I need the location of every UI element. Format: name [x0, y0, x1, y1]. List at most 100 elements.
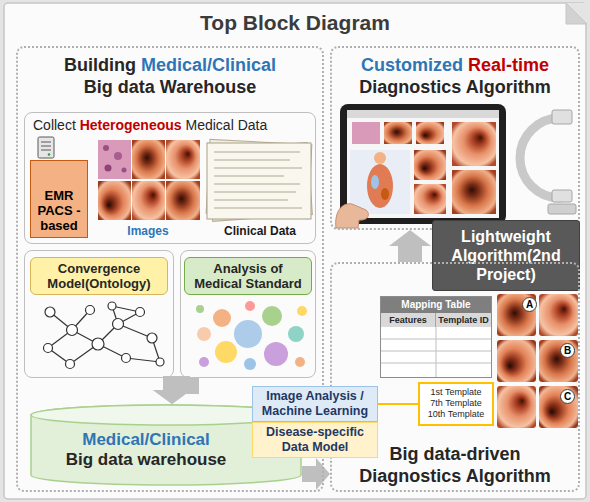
data-source-box-text: Collect Heterogeneous Medical Data [25, 113, 315, 137]
c-arm-device [548, 204, 576, 214]
ontology-graph [126, 358, 160, 362]
endoscopy-images [539, 386, 578, 428]
server-icon [48, 153, 51, 156]
standard-bubbles [264, 342, 288, 366]
paper-records [207, 143, 311, 219]
medical-image-collage [166, 181, 200, 220]
ontology-graph [67, 325, 78, 336]
ontology-graph [113, 319, 124, 330]
ontology-graph [108, 302, 116, 310]
emr-pacs-box-text: EMR PACS -based [33, 188, 85, 233]
standard-bubbles [295, 357, 305, 367]
ontology-graph [44, 344, 53, 353]
standard-box-text: Analysis of Medical Standard [184, 257, 312, 295]
medical-image-collage [122, 168, 127, 173]
mapping-table-text: Features [381, 313, 436, 327]
tablet-illustration [350, 150, 410, 214]
endoscopy-images [497, 340, 536, 382]
text-word: Data [238, 117, 268, 133]
section-panel-text: Customized Real-time Diagnostics Algorit… [332, 48, 578, 98]
link-line-shaft [378, 403, 418, 405]
text-word: Building [64, 55, 136, 75]
paper-records [214, 152, 302, 208]
callout-letter: C [560, 389, 575, 404]
emr-pacs-box: EMR PACS -based [30, 160, 88, 238]
medical-image-collage [98, 140, 200, 220]
page-frame [4, 3, 587, 499]
standard-bubbles [213, 309, 231, 327]
text-word: Medical/Clinical [82, 430, 210, 449]
text-word: Diagnostics [359, 466, 461, 486]
tablet-illustration [336, 204, 369, 228]
flow-arrow-shaft [172, 378, 190, 391]
text-word: Medical/Clinical [141, 55, 276, 75]
c-arm-device [520, 118, 560, 198]
flow-arrow-shaft [302, 466, 317, 482]
diagram-title: Top Block Diagram [0, 10, 590, 35]
tablet-illustration [347, 110, 499, 118]
data-model-box-text: Disease-specific Data Model [256, 425, 374, 455]
page-frame [566, 3, 587, 24]
tablet-illustration [352, 122, 380, 144]
paper-records [208, 143, 313, 222]
medical-image-collage [114, 152, 122, 160]
page-frame [566, 3, 587, 24]
standard-bubbles [234, 320, 262, 348]
lightweight-box: Lightweight Algorithm(2nd Project) [432, 220, 580, 291]
standard-bubbles [245, 301, 255, 311]
lightweight-box-text: Lightweight Algorithm(2nd Project) [437, 227, 575, 284]
section-panel-text: Building Medical/Clinical Big data Wareh… [18, 48, 322, 98]
tablet-illustration [374, 152, 386, 164]
paper-records [214, 175, 284, 177]
text-word: Medical [186, 117, 234, 133]
standard-bubbles [215, 341, 237, 363]
server-icon [41, 142, 51, 143]
tablet-illustration [347, 110, 499, 218]
tablet-illustration [452, 170, 496, 214]
ontology-box: Convergence Model(Ontology) [24, 250, 174, 378]
medical-image-collage [105, 165, 112, 172]
callout-letter: B [560, 343, 575, 358]
paper-records [214, 159, 290, 161]
tablet-illustration [336, 104, 506, 228]
text-word: Customized [361, 55, 463, 75]
ontology-graph [136, 308, 145, 317]
paper-records [214, 167, 302, 169]
mapping-table: Mapping TableFeaturesTemplate ID [380, 296, 492, 378]
ontology-graph [147, 333, 157, 343]
ontology-graph [66, 360, 75, 369]
medical-image-collage [98, 181, 131, 220]
text-word: data-driven [423, 444, 520, 464]
flow-arrow-shaft [398, 245, 422, 262]
tablet-illustration [367, 164, 393, 208]
text-word: Collect [33, 117, 76, 133]
medical-image-collage [98, 140, 131, 179]
text-word: Big [84, 77, 113, 97]
server-icon [41, 150, 51, 151]
standard-bubbles [199, 357, 209, 367]
text-word: data [118, 77, 155, 97]
mapping-table-grid [381, 327, 491, 377]
endoscopy-images [539, 294, 578, 336]
tablet-illustration [452, 122, 496, 166]
server-icon [41, 146, 51, 147]
paper-records [214, 207, 302, 209]
tablet-illustration [381, 188, 389, 200]
paper-records [214, 183, 300, 185]
medical-image-collage [103, 145, 109, 151]
arrow-head [153, 390, 191, 404]
standard-bubbles [196, 301, 307, 370]
c-arm-device [552, 190, 572, 202]
arrow-head [389, 230, 431, 246]
medical-image-collage [132, 181, 165, 220]
mapping-table-text: Template ID [436, 313, 491, 327]
endoscopy-images [497, 294, 536, 336]
section-panel: Customized Real-time Diagnostics Algorit… [330, 46, 580, 230]
text-word: Heterogeneous [80, 117, 182, 133]
tablet-illustration [414, 184, 446, 214]
endoscopy-images [539, 340, 578, 382]
endoscopy-images [497, 386, 536, 428]
warehouse-cylinder-text: Medical/Clinical Big data warehouse [30, 430, 262, 470]
callout-letter: A [522, 297, 537, 312]
